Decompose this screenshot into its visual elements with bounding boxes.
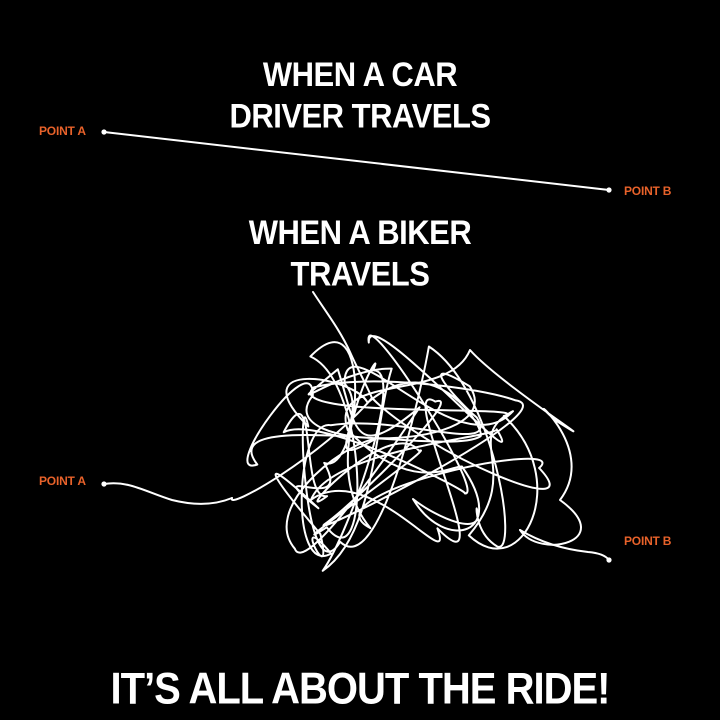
- car-route-line: [103, 131, 610, 191]
- car-point-a-label: POINT A: [39, 124, 86, 138]
- bike-point-a-dot: [101, 481, 107, 487]
- car-heading-line-1: WHEN A CAR: [262, 54, 458, 94]
- biker-heading: WHEN A BIKER TRAVELS: [0, 212, 720, 295]
- car-point-b-dot: [606, 187, 612, 193]
- tagline: IT’S ALL ABOUT THE RIDE!: [110, 664, 611, 714]
- car-point-b-label: POINT B: [624, 184, 672, 198]
- biker-route-scribble: [103, 291, 610, 572]
- biker-route-pointer: [312, 291, 373, 399]
- biker-point-b-label: POINT B: [624, 534, 672, 548]
- biker-route-tangle: [230, 334, 582, 572]
- biker-route-end: [519, 529, 610, 561]
- biker-route-start: [103, 482, 233, 505]
- car-heading-line-2: DRIVER TRAVELS: [229, 96, 491, 136]
- bike-point-b-dot: [606, 557, 612, 563]
- biker-heading-line-2: TRAVELS: [290, 254, 430, 294]
- car-driver-heading: WHEN A CAR DRIVER TRAVELS: [0, 54, 720, 137]
- car-point-a-dot: [101, 129, 107, 135]
- biker-point-a-label: POINT A: [39, 474, 86, 488]
- biker-heading-line-1: WHEN A BIKER: [248, 212, 472, 252]
